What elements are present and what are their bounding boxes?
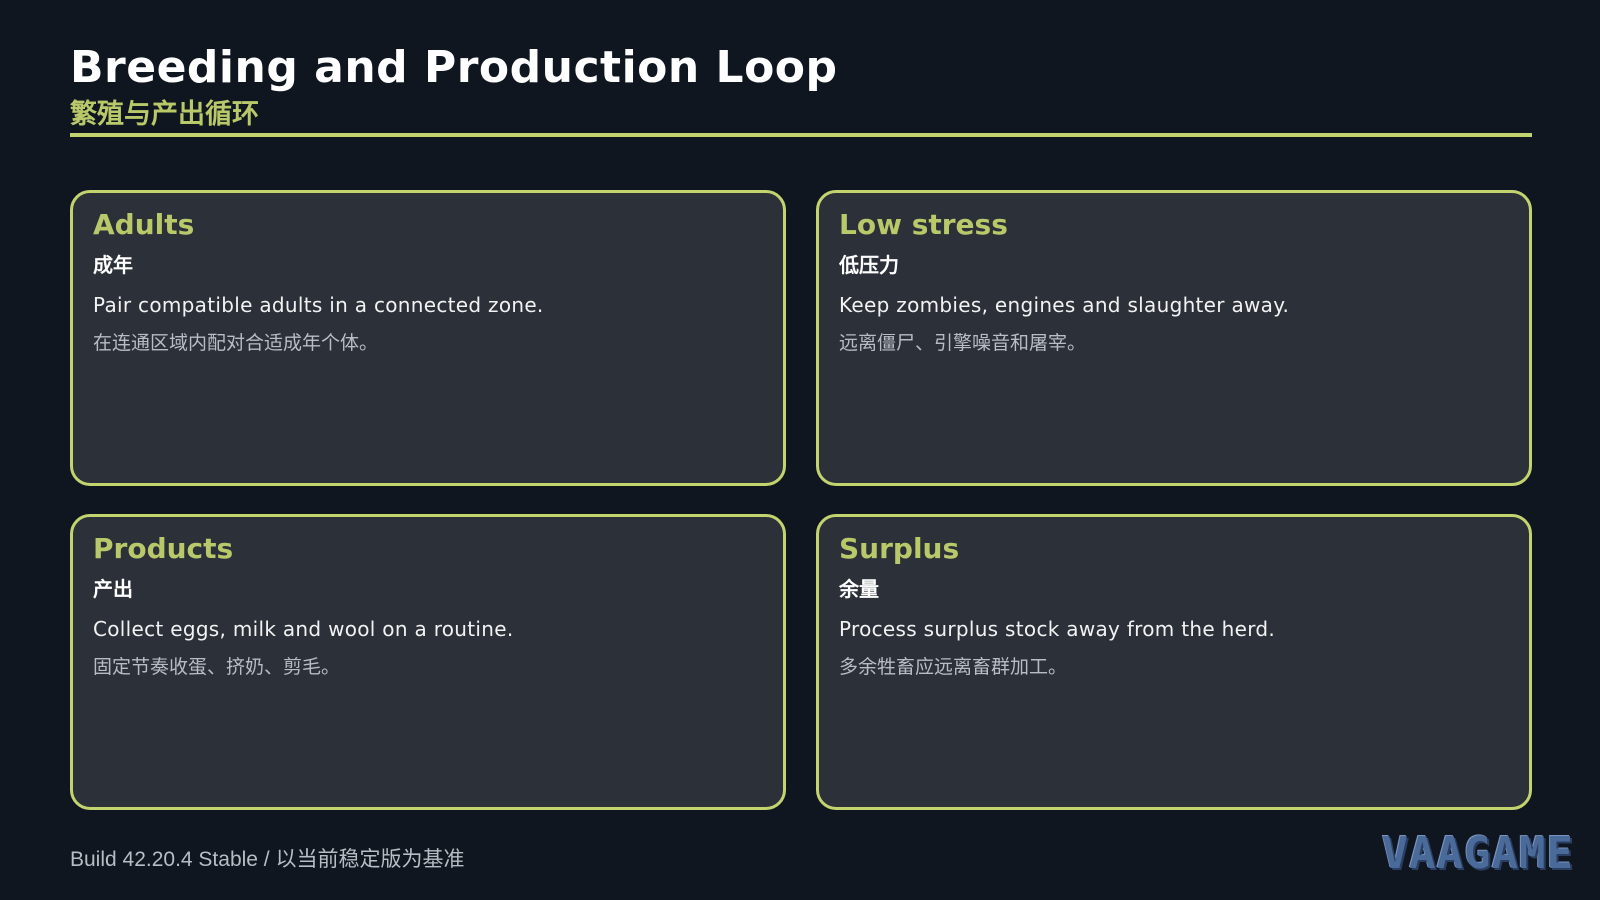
page-header: Breeding and Production Loop 繁殖与产出循环 [70, 38, 1532, 132]
card-title: Low stress [839, 208, 1008, 241]
header-divider [70, 133, 1532, 137]
card-body: Collect eggs, milk and wool on a routine… [93, 617, 514, 641]
brand-logo: VAAGAME [1381, 828, 1574, 879]
card-note: 远离僵尸、引擎噪音和屠宰。 [839, 332, 1087, 354]
card-body: Process surplus stock away from the herd… [839, 617, 1276, 641]
card-subtitle: 产出 [93, 577, 133, 601]
card-products: Products 产出 Collect eggs, milk and wool … [70, 514, 786, 810]
card-subtitle: 余量 [839, 577, 879, 601]
card-surplus: Surplus 余量 Process surplus stock away fr… [816, 514, 1532, 810]
card-grid: Adults 成年 Pair compatible adults in a co… [70, 190, 1532, 810]
page-title: Breeding and Production Loop [70, 42, 838, 93]
card-subtitle: 低压力 [839, 253, 899, 277]
card-adults: Adults 成年 Pair compatible adults in a co… [70, 190, 786, 486]
build-footer: Build 42.20.4 Stable / 以当前稳定版为基准 [70, 848, 465, 871]
card-low-stress: Low stress 低压力 Keep zombies, engines and… [816, 190, 1532, 486]
card-subtitle: 成年 [93, 253, 133, 277]
card-note: 在连通区域内配对合适成年个体。 [93, 332, 379, 354]
card-body: Keep zombies, engines and slaughter away… [839, 293, 1290, 317]
card-body: Pair compatible adults in a connected zo… [93, 293, 544, 317]
card-note: 固定节奏收蛋、挤奶、剪毛。 [93, 656, 341, 678]
page-subtitle: 繁殖与产出循环 [70, 99, 259, 130]
card-note: 多余牲畜应远离畜群加工。 [839, 656, 1068, 678]
card-title: Surplus [839, 532, 960, 565]
card-title: Adults [93, 208, 195, 241]
card-title: Products [93, 532, 234, 565]
